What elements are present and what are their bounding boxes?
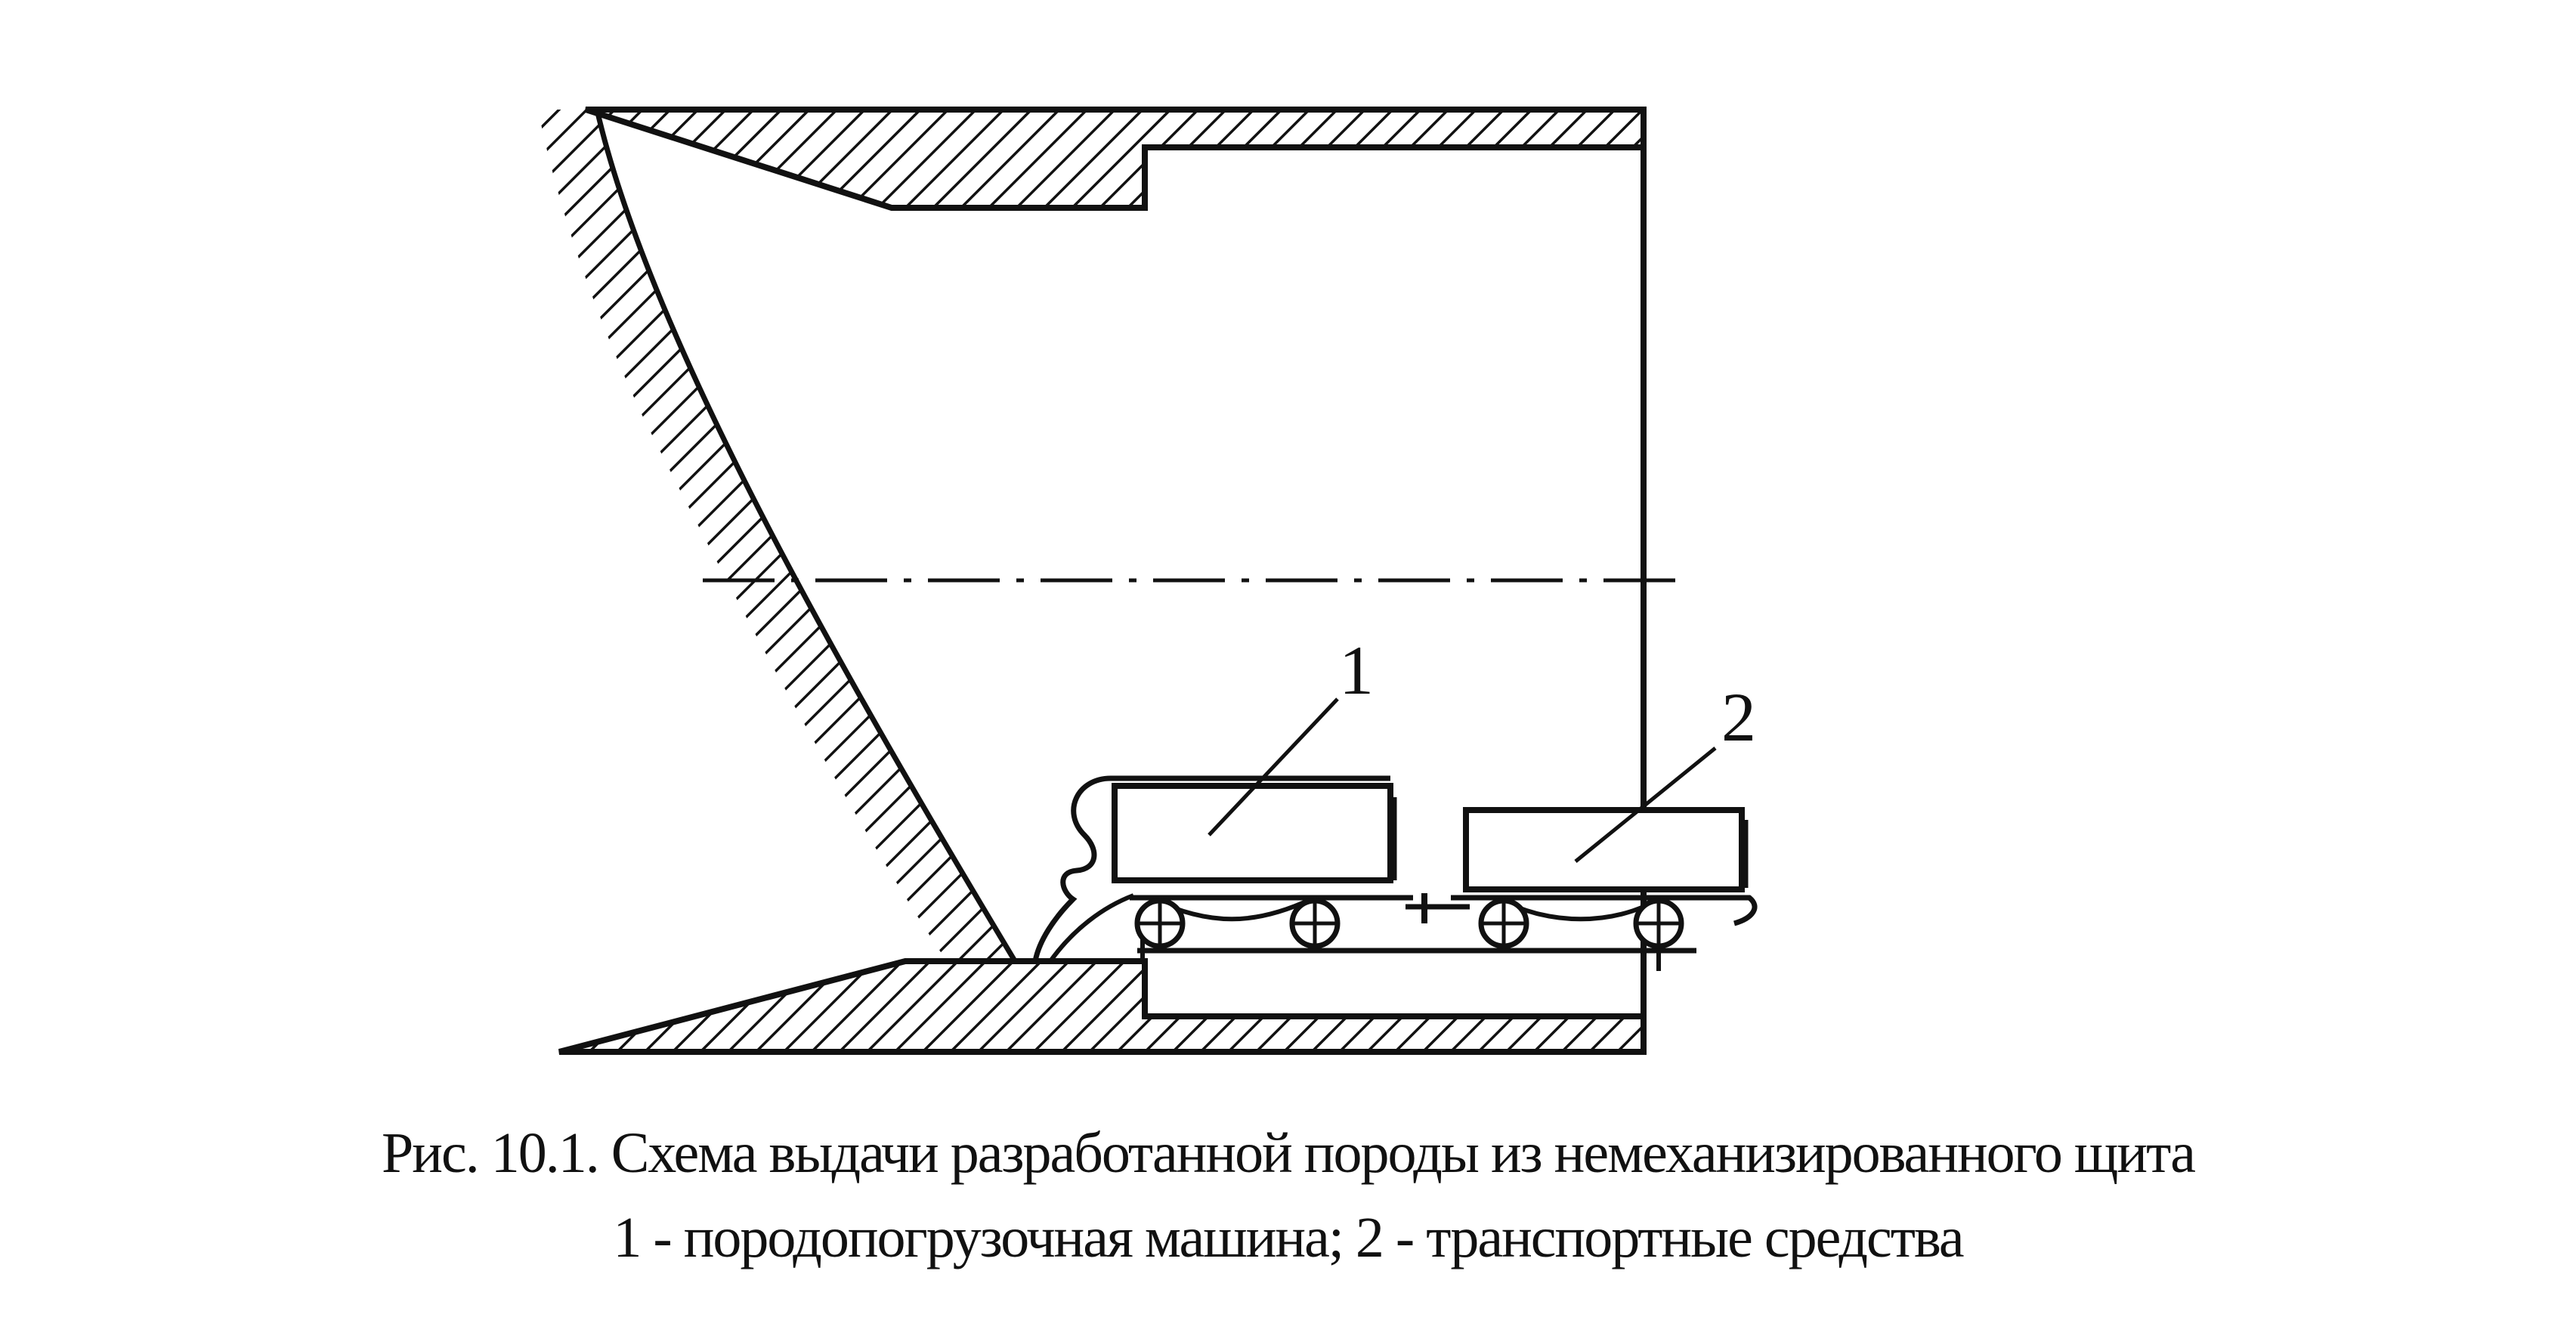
loader-body: [1112, 783, 1393, 883]
shield-lower-hatch: [558, 958, 1647, 1055]
loader-scoop: [1048, 893, 1135, 963]
callout-leader-2: [1574, 747, 1717, 863]
transport-car-wheel: [1633, 898, 1684, 949]
figure-caption: Рис. 10.1. Схема выдачи разработанной по…: [0, 1111, 2576, 1280]
transport-car-body: [1463, 807, 1745, 892]
caption-title: Рис. 10.1. Схема выдачи разработанной по…: [382, 1121, 2196, 1185]
loader-boom: [1032, 775, 1390, 962]
loader-wheel: [1134, 898, 1186, 949]
shield-upper-section: [584, 107, 1647, 211]
loader-wheel: [1289, 898, 1341, 949]
callout-leader-1: [1208, 697, 1339, 836]
caption-legend: 1 - породопогрузочная машина; 2 - трансп…: [613, 1206, 1964, 1269]
callout-label-2: 2: [1721, 679, 1756, 756]
rock-loading-machine: [1032, 775, 1413, 963]
figure-area: 1 2: [538, 107, 1758, 1055]
callout-label-1: 1: [1339, 632, 1374, 709]
rock-face: [538, 109, 1019, 965]
shield-lower-section: [558, 958, 1647, 1055]
transport-car-chassis: [1451, 895, 1758, 926]
transport-car-wheel: [1478, 898, 1529, 949]
coupling: [1406, 893, 1470, 923]
rail-track: [1137, 914, 1696, 971]
rock-face-contour: [594, 109, 1019, 965]
shield-diagram: 1 2: [538, 107, 1758, 1055]
rock-face-hatch: [538, 110, 1016, 963]
shield-upper-hatch: [584, 107, 1647, 211]
transport-car: [1451, 807, 1758, 949]
